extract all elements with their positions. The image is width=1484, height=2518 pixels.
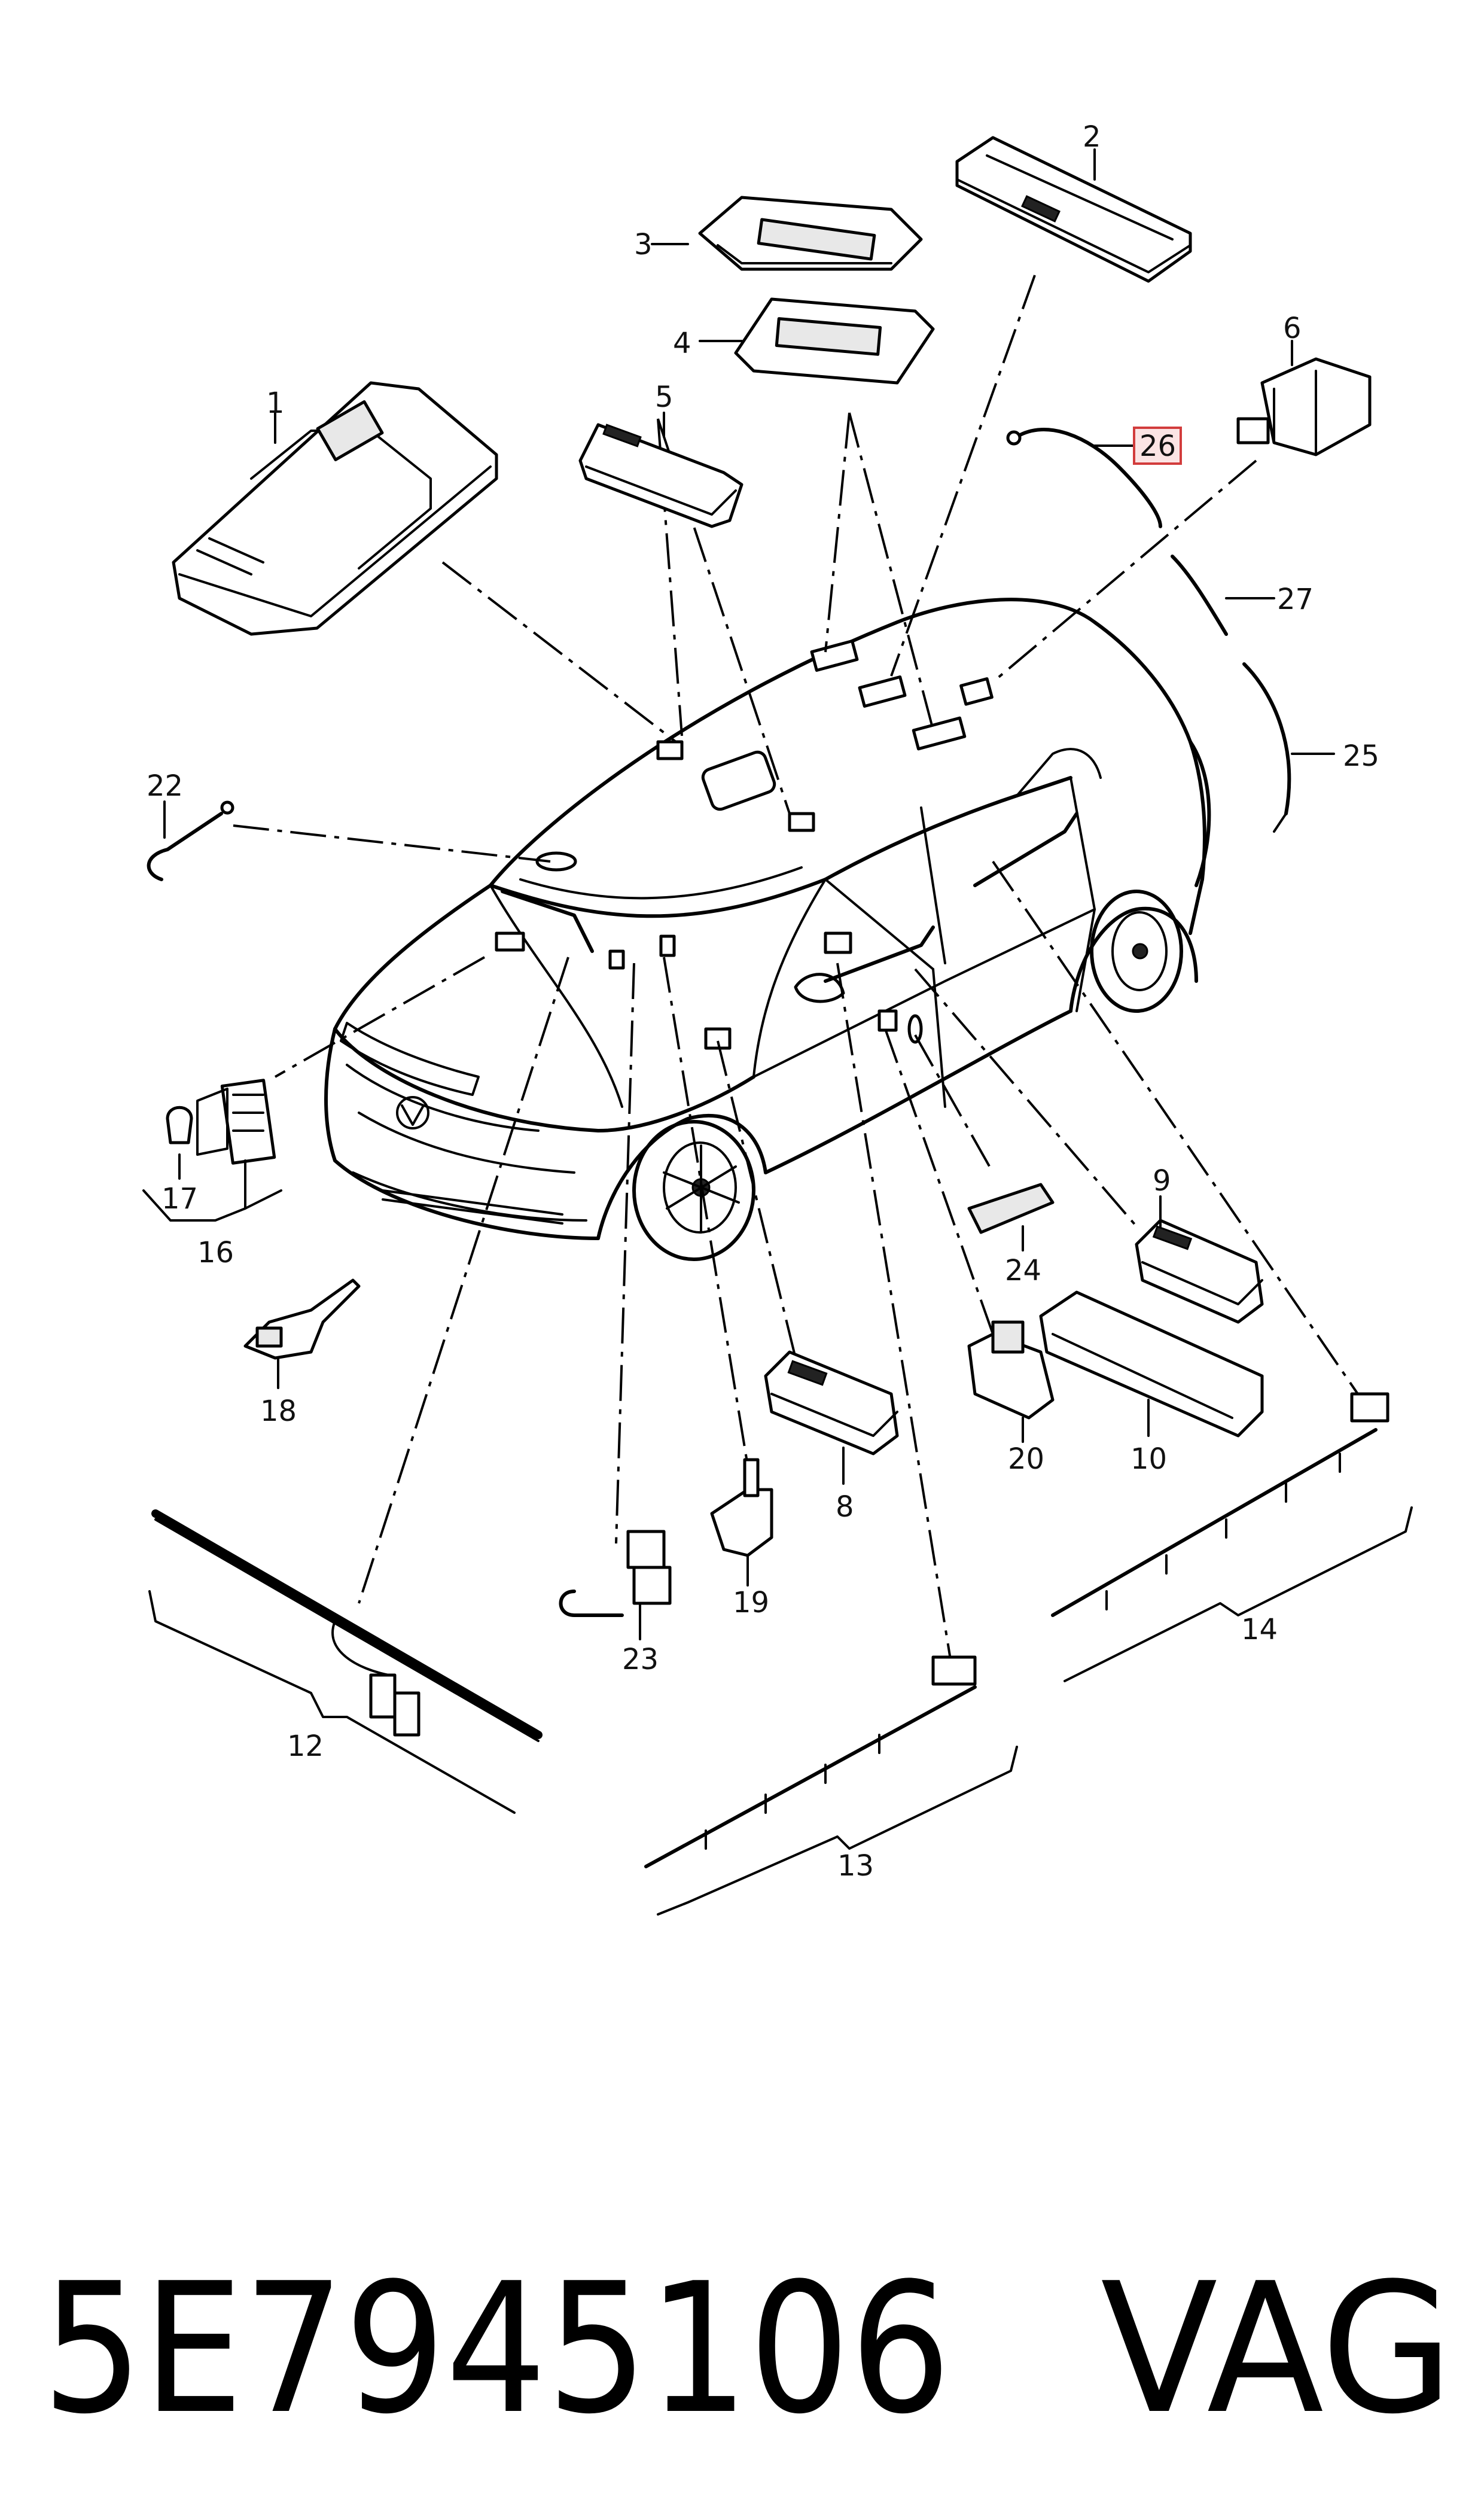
callout-5: 5 bbox=[655, 380, 674, 414]
callout-2: 2 bbox=[1083, 120, 1101, 154]
highlight-box-26 bbox=[1133, 427, 1182, 465]
callout-12: 12 bbox=[287, 1730, 324, 1763]
part-27-light-strip bbox=[1171, 555, 1228, 636]
part-3-lamp-housing bbox=[698, 196, 923, 271]
callout-lines bbox=[142, 148, 1413, 1916]
part-9-footwell-lamp bbox=[1135, 1219, 1264, 1324]
part-22-cable-bulb bbox=[147, 800, 234, 881]
part-19-bracket bbox=[710, 1458, 773, 1557]
callout-20: 20 bbox=[1008, 1442, 1044, 1476]
callout-9: 9 bbox=[1153, 1164, 1171, 1198]
callout-6: 6 bbox=[1283, 312, 1302, 345]
part-14-harness bbox=[1051, 1392, 1389, 1617]
callout-19: 19 bbox=[733, 1586, 769, 1619]
part-number: 5E7945106 bbox=[42, 2245, 951, 2453]
callout-25: 25 bbox=[1343, 739, 1379, 773]
part-23-wiring bbox=[559, 1530, 672, 1617]
callout-26: 26 bbox=[1139, 430, 1176, 463]
callout-27: 27 bbox=[1277, 583, 1314, 616]
brand-label: VAG bbox=[1101, 2245, 1453, 2453]
callout-labels: 1 2 3 4 5 6 8 9 10 12 13 14 16 17 18 19 … bbox=[147, 120, 1379, 1883]
callout-8: 8 bbox=[836, 1490, 854, 1524]
part-12-harness bbox=[151, 1509, 543, 1742]
part-5-reading-lamp bbox=[578, 423, 743, 528]
part-4-lamp-cover bbox=[734, 297, 935, 385]
callout-22: 22 bbox=[147, 769, 183, 803]
callout-13: 13 bbox=[837, 1849, 874, 1883]
callout-17: 17 bbox=[161, 1182, 198, 1216]
callout-14: 14 bbox=[1241, 1613, 1278, 1646]
part-8-door-lamp bbox=[764, 1350, 899, 1456]
callout-1: 1 bbox=[266, 386, 285, 420]
part-18-bulb-holder bbox=[243, 1278, 361, 1360]
part-25-light-strip bbox=[1242, 662, 1291, 833]
callout-18: 18 bbox=[260, 1395, 297, 1428]
part-17-bulb bbox=[166, 1106, 193, 1144]
callout-3: 3 bbox=[634, 228, 653, 261]
part-16-glovebox-lamp bbox=[196, 1079, 276, 1165]
part-1-roof-console bbox=[172, 381, 498, 636]
part-24-lens bbox=[967, 1183, 1055, 1234]
callout-4: 4 bbox=[673, 327, 691, 360]
callout-23: 23 bbox=[622, 1643, 659, 1676]
part-26-light-guide bbox=[1006, 428, 1162, 528]
part-2-interior-lamp bbox=[955, 136, 1192, 283]
part-10-handle-trim bbox=[1039, 1290, 1264, 1438]
part-13-harness bbox=[644, 1655, 977, 1868]
part-6-switch-module bbox=[1236, 357, 1372, 456]
callout-24: 24 bbox=[1005, 1254, 1041, 1287]
part-20-switch bbox=[967, 1320, 1055, 1420]
callout-16: 16 bbox=[197, 1236, 234, 1269]
callout-10: 10 bbox=[1130, 1442, 1167, 1476]
car-body bbox=[324, 598, 1211, 1261]
